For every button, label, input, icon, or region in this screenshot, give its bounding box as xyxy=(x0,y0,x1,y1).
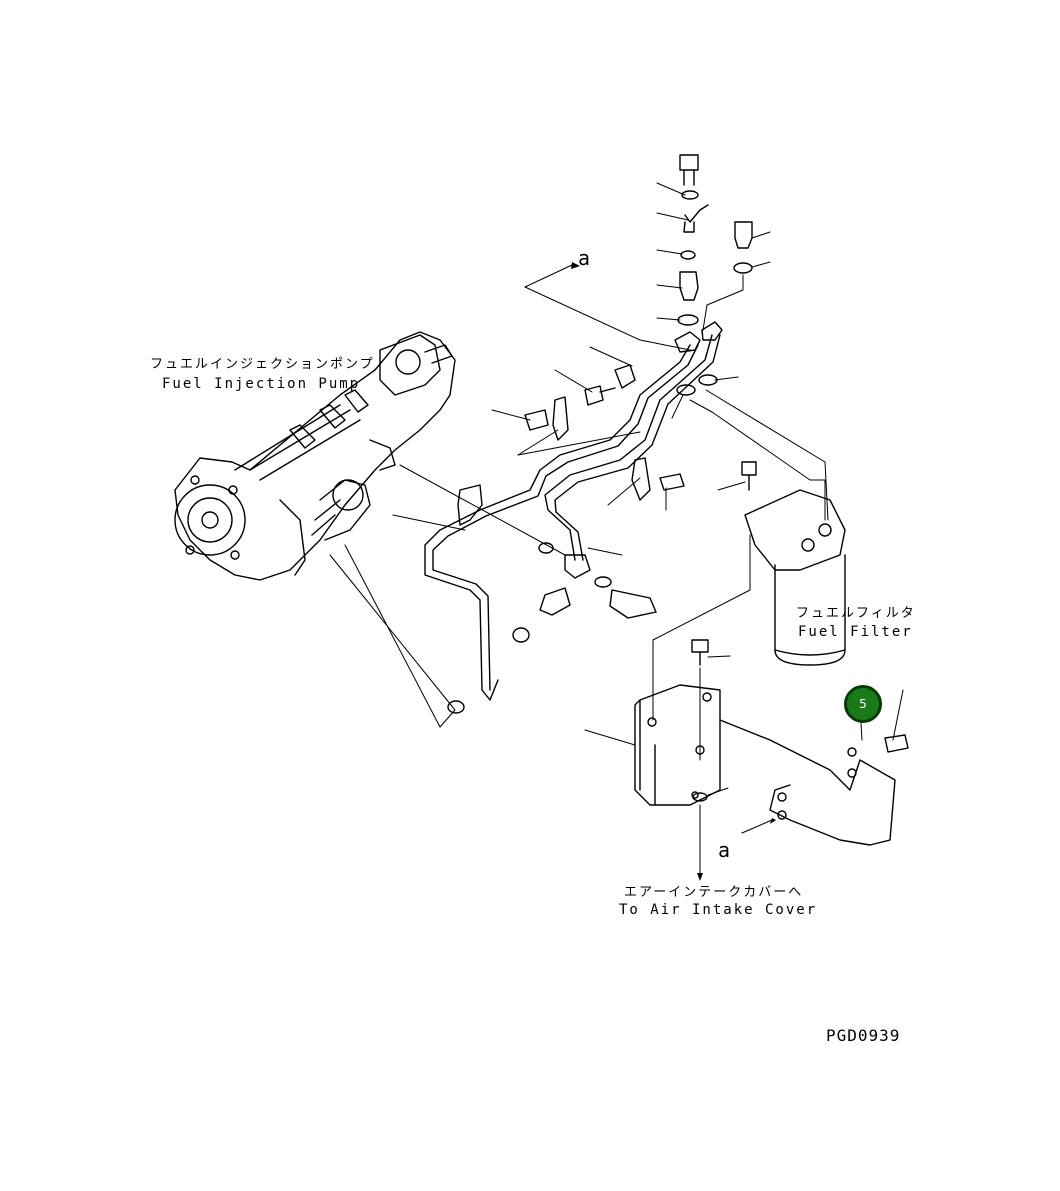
filter-label-jp: フュエルフィルタ xyxy=(796,606,916,621)
mounting-bracket xyxy=(634,684,896,846)
fuel-injection-pump xyxy=(174,331,456,581)
view-arrow-label-top: a xyxy=(578,246,591,270)
pump-label-jp: フュエルインジェクションポンプ xyxy=(150,357,375,372)
fuel-pipes xyxy=(424,321,723,701)
fuel-filter xyxy=(744,489,846,666)
pump-label-en: Fuel Injection Pump xyxy=(162,376,361,392)
arrow-heads xyxy=(571,262,776,881)
filter-label-en: Fuel Filter xyxy=(798,624,913,640)
callout-5-button[interactable]: 5 xyxy=(844,685,882,723)
callout-number: 5 xyxy=(859,697,867,711)
leader-lines xyxy=(329,182,904,876)
bolts-and-washers xyxy=(447,154,909,802)
intake-label-jp: エアーインテークカバーへ xyxy=(624,885,804,900)
drawing-code: PGD0939 xyxy=(826,1026,901,1045)
view-arrow-label-bottom: a xyxy=(718,838,731,862)
pipe-clamps xyxy=(457,364,651,526)
intake-label-en: To Air Intake Cover xyxy=(619,902,818,918)
